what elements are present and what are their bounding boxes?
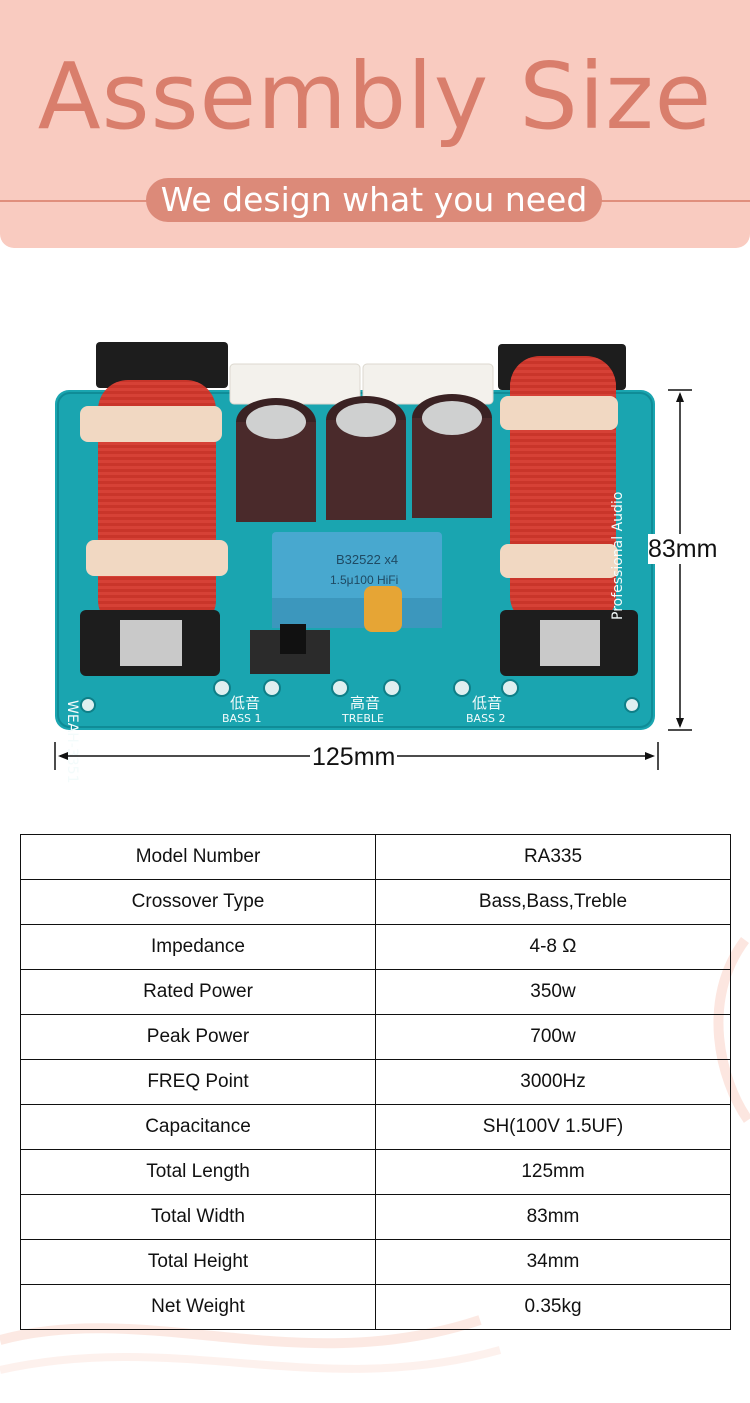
treble-cn-label: 高音 [350,694,380,712]
electrolytic-capacitors [236,394,492,522]
spec-label: FREQ Point [20,1059,376,1105]
spec-value: 34mm [375,1239,731,1285]
subtitle-pill: We design what you need [146,178,602,222]
spec-value: 83mm [375,1194,731,1240]
bass1-en-label: BASS 1 [222,712,262,725]
spec-value: 125mm [375,1149,731,1195]
spec-value: RA335 [375,834,731,880]
spec-value: 350w [375,969,731,1015]
spec-value: 700w [375,1014,731,1060]
spec-label: Capacitance [20,1104,376,1150]
divider-left [0,200,160,202]
spec-label: Total Height [20,1239,376,1285]
product-image: B32522 x4 1.5μ100 HiFi 低音 BASS 1 高音 TREB… [0,280,750,800]
crossover-board-illustration: B32522 x4 1.5μ100 HiFi 低音 BASS 1 高音 TREB… [54,342,692,783]
treble-en-label: TREBLE [341,712,384,725]
bass2-cn-label: 低音 [472,694,502,712]
left-inductor-coil [80,342,228,676]
spec-label: Net Weight [20,1284,376,1330]
film-cap-label: B32522 x4 [336,552,398,567]
spec-value: 0.35kg [375,1284,731,1330]
spec-value: Bass,Bass,Treble [375,879,731,925]
spec-label: Impedance [20,924,376,970]
spec-value: 4-8 Ω [375,924,731,970]
film-capacitor: B32522 x4 1.5μ100 HiFi [272,532,442,628]
bass2-en-label: BASS 2 [466,712,506,725]
spec-value: SH(100V 1.5UF) [375,1104,731,1150]
page-title: Assembly Size [37,43,713,150]
spec-label: Model Number [20,834,376,880]
spec-label: Total Width [20,1194,376,1240]
ceramic-capacitor [364,586,402,632]
spec-label: Rated Power [20,969,376,1015]
spec-value: 3000Hz [375,1059,731,1105]
width-dimension-label: 125mm [310,742,398,772]
spec-label: Crossover Type [20,879,376,925]
header-banner: Assembly Size We design what you need [0,0,750,248]
divider-right [590,200,750,202]
spec-label: Peak Power [20,1014,376,1060]
left-board-label: WEAH-3351 [64,700,80,783]
height-dimension-label: 83mm [648,534,718,564]
right-inductor-coil [498,344,638,676]
right-board-label: Professional Audio [610,492,626,620]
film-cap-label-2: 1.5μ100 HiFi [330,573,398,587]
spec-label: Total Length [20,1149,376,1195]
slide-switch [250,624,330,674]
bass1-cn-label: 低音 [230,694,260,712]
